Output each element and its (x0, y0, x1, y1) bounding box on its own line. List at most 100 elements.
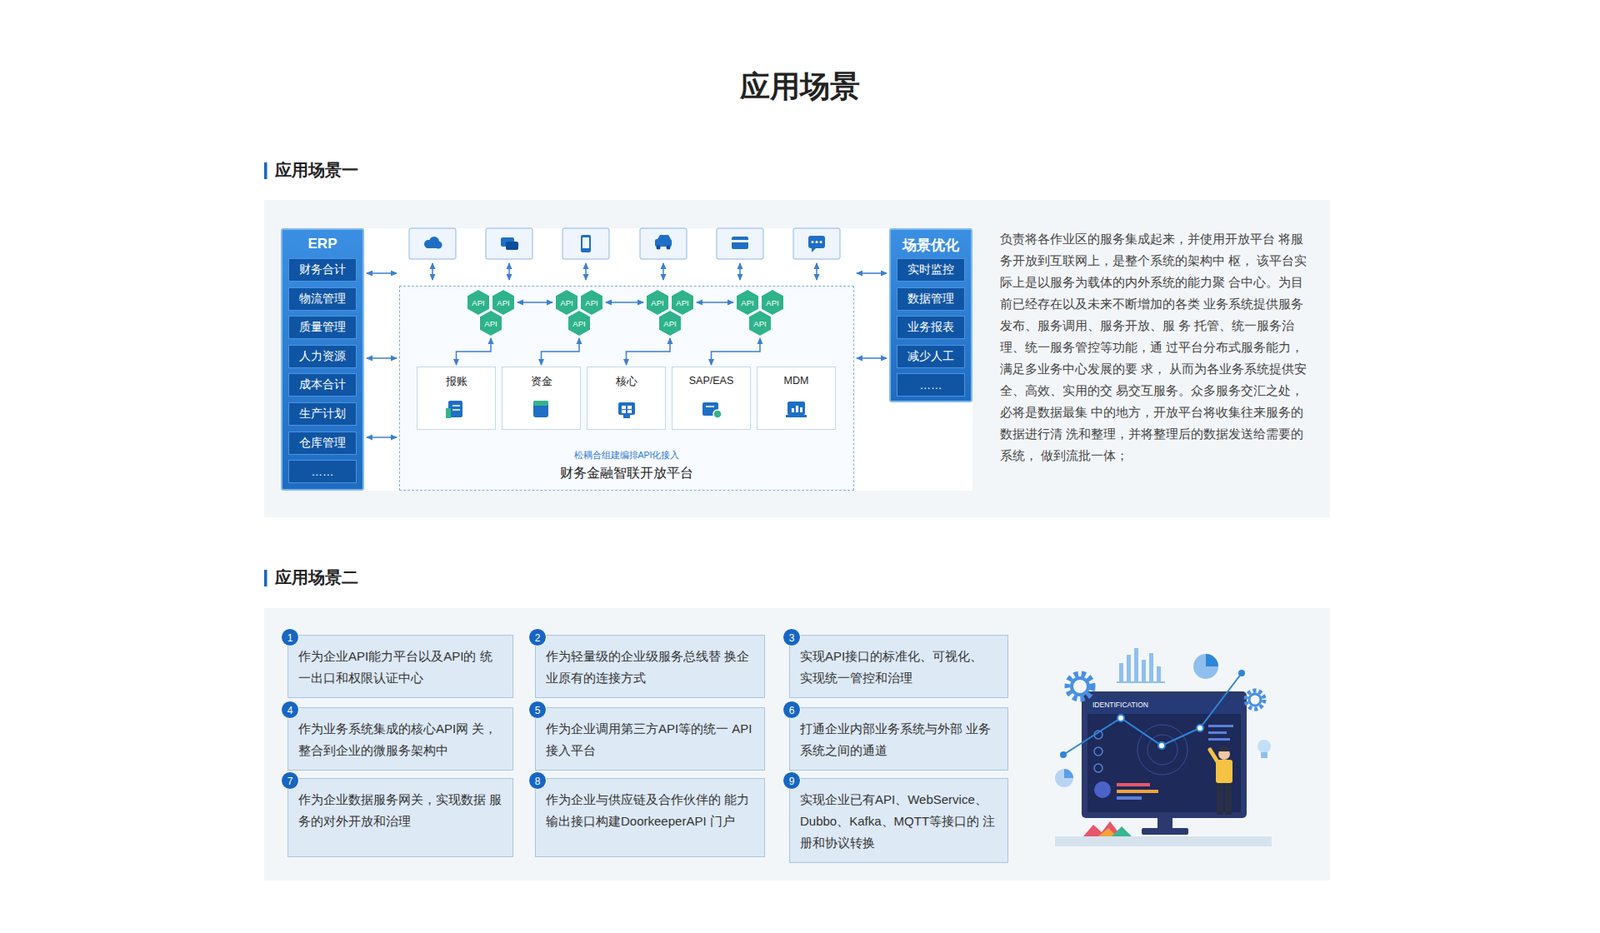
scenario-card: 6打通企业内部业务系统与外部 业务系统之间的通道 (789, 707, 1009, 771)
service-module: 核心 (586, 366, 666, 430)
scenario-card: 7作为企业数据服务网关，实现数据 服务的对外开放和治理 (287, 778, 514, 858)
connector (856, 272, 887, 275)
card-text: 实现API接口的标准化、可视化、 实现统一管控和治理 (790, 635, 1008, 698)
service-module: 资金 (501, 366, 581, 430)
connector (366, 436, 397, 439)
module-item: 财务合计 (288, 258, 357, 282)
module-item: 减少人工 (896, 345, 965, 369)
node-label: 减少人工 (907, 349, 955, 365)
card-text: 作为企业API能力平台以及API的 统一出口和权限认证中心 (288, 635, 513, 698)
callout-number: 5 (528, 700, 547, 720)
platform-subtitle: 松耦合组建编排API化接入 (400, 450, 854, 462)
connector (541, 338, 580, 365)
scenario-card: 2作为轻量级的企业级服务总线替 换企业原有的连接方式 (535, 635, 765, 699)
card-text: 作为企业与供应链及合作伙伴的 能力输出接口构建DoorkeeperAPI 门户 (535, 779, 765, 841)
connector (366, 357, 397, 360)
node-label: …… (311, 465, 335, 479)
description-text: 负责将各作业区的服务集成起来，并使用开放平台 将服务开放到互联网上，是整个系统的… (1000, 228, 1312, 467)
card-text: 打通企业内部业务系统与外部 业务系统之间的通道 (790, 708, 1008, 770)
diagram-ground (280, 228, 973, 491)
module-item: …… (896, 373, 965, 397)
section-heading: 应用场景一 (275, 159, 359, 182)
node-label: 质量管理 (299, 320, 346, 335)
scenario-card: 8作为企业与供应链及合作伙伴的 能力输出接口构建DoorkeeperAPI 门户 (535, 778, 765, 858)
node-label: API (585, 298, 598, 308)
node-label: 人力资源 (299, 349, 346, 365)
service-module: 报账 (416, 366, 496, 430)
node-label: 生产计划 (299, 406, 346, 422)
node-label: API (675, 298, 689, 308)
api-hexagon: API (580, 289, 604, 316)
card-text: 作为轻量级的企业级服务总线替 换企业原有的连接方式 (535, 635, 765, 698)
module-item: 数据管理 (896, 287, 965, 311)
card-text: 作为企业数据服务网关，实现数据 服务的对外开放和治理 (288, 779, 513, 841)
node-label: API (560, 298, 573, 308)
node-label: 成本合计 (299, 377, 346, 393)
callout-number: 9 (782, 771, 801, 790)
callout-number: 7 (280, 771, 300, 790)
node-label: API (650, 298, 664, 308)
card-text: 作为企业调用第三方API等的统一 API接入平台 (535, 708, 765, 770)
api-hexagon: API (645, 289, 670, 316)
api-hexagon: API (735, 289, 760, 316)
screen-caption: IDENTIFICATION (1092, 700, 1149, 710)
node-label: …… (920, 379, 943, 392)
connector (517, 301, 553, 304)
panel-heading: 场景优化 (890, 230, 971, 255)
scenario-card: 4作为业务系统集成的核心API网 关，整合到企业的微服务架构中 (287, 707, 514, 771)
api-hexagon: API (670, 289, 695, 316)
panel (264, 608, 1330, 881)
scenario-card: 1作为企业API能力平台以及API的 统一出口和权限认证中心 (287, 635, 514, 699)
api-hexagon: API (748, 310, 772, 337)
system-panel: 实时监控数据管理业务报表减少人工 …… 场景优化 (889, 228, 973, 403)
scenario-card: 9实现企业已有API、WebService、 Dubbo、Kafka、MQTT等… (789, 778, 1009, 864)
node-label: API (484, 319, 497, 329)
module-item: 质量管理 (288, 315, 357, 340)
callout-number: 6 (782, 700, 801, 720)
module-item: 仓库管理 (288, 431, 357, 455)
node-label: MDM (757, 367, 835, 387)
panel (264, 200, 1330, 518)
connector (696, 301, 734, 304)
api-hexagon: API (760, 289, 785, 316)
node-label: API (471, 298, 485, 308)
api-hexagon: API (491, 289, 515, 316)
platform-box: APIAPIAPIAPIAPIAPIAPIAPIAPIAPIAPIAPI报账资金… (399, 285, 855, 491)
platform-ground (400, 286, 854, 490)
node-label: 资金 (502, 367, 580, 390)
module-item: …… (288, 460, 357, 484)
node-label: 业务报表 (907, 320, 955, 335)
connector (856, 357, 887, 360)
module-item: 成本合计 (288, 373, 357, 397)
scenario-card: 5作为企业调用第三方API等的统一 API接入平台 (535, 707, 765, 771)
node-label: 核心 (587, 367, 665, 390)
analytics-illustration (1055, 648, 1272, 847)
api-hexagon: API (658, 310, 682, 337)
callout-number: 4 (280, 700, 300, 720)
module-item: 人力资源 (288, 345, 357, 369)
section-heading: 应用场景二 (275, 566, 359, 590)
node-label: 数据管理 (907, 291, 955, 307)
service-module: MDM (756, 366, 836, 430)
node-label: API (663, 319, 676, 329)
channel-icons (409, 228, 840, 280)
service-module: SAP/EAS (671, 366, 751, 430)
module-item: 实时监控 (896, 258, 965, 282)
api-hexagon: API (466, 289, 490, 316)
node-label: 财务合计 (299, 262, 346, 278)
connector (711, 338, 761, 365)
node-label: SAP/EAS (672, 367, 750, 387)
callout-number: 1 (280, 628, 300, 647)
node-label: 物流管理 (299, 291, 346, 307)
callout-number: 3 (782, 628, 801, 647)
connector (626, 338, 671, 365)
node-label: 报账 (417, 367, 495, 390)
node-label: 仓库管理 (299, 435, 346, 451)
api-hexagon: API (567, 310, 591, 337)
page-title: 应用场景 (0, 66, 1600, 108)
node-label: API (753, 319, 766, 329)
heading-bar (264, 162, 268, 180)
node-label: API (572, 319, 585, 329)
card-text: 实现企业已有API、WebService、 Dubbo、Kafka、MQTT等接… (790, 779, 1008, 863)
card-text: 作为业务系统集成的核心API网 关，整合到企业的微服务架构中 (288, 708, 513, 770)
